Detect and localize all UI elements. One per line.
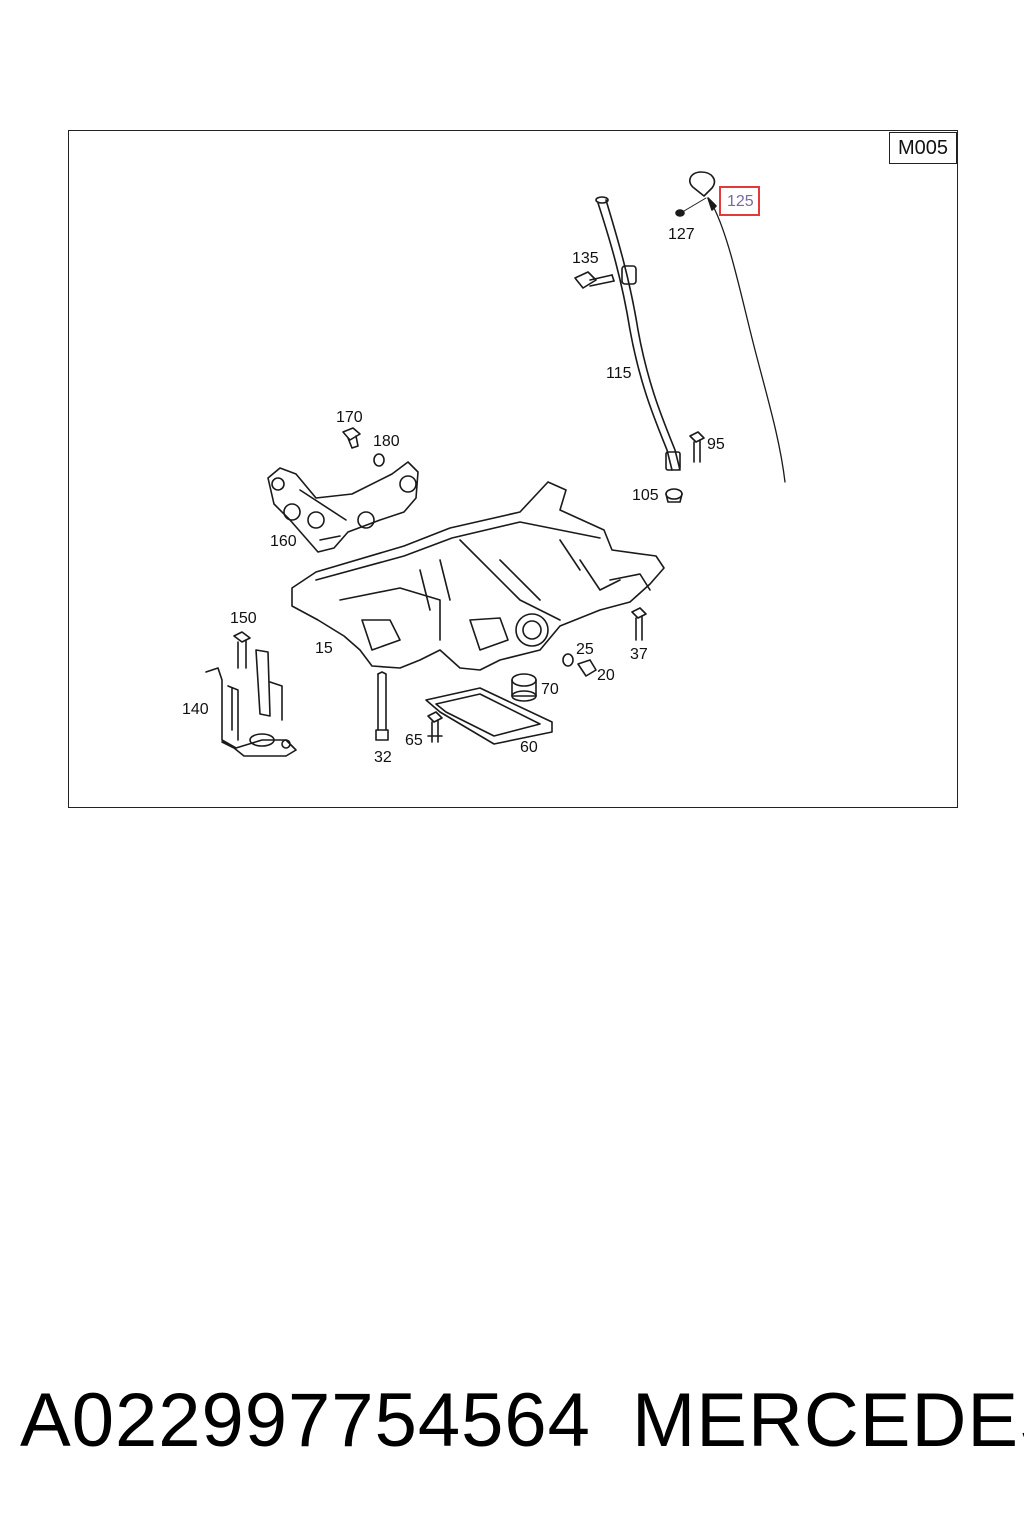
callout-32[interactable]: 32: [374, 749, 392, 766]
bolt-135: [574, 271, 615, 289]
oil-dipstick: [689, 171, 786, 483]
dipstick-guide-tube: [595, 196, 681, 471]
callout-105[interactable]: 105: [632, 487, 659, 504]
brand-name: MERCEDES: [632, 1378, 1024, 1463]
callout-115[interactable]: 115: [606, 365, 632, 382]
callout-25[interactable]: 25: [576, 641, 594, 658]
callout-95[interactable]: 95: [707, 436, 725, 453]
callout-20[interactable]: 20: [597, 667, 615, 684]
plate-code-label: M005: [889, 132, 957, 164]
plug-20: [577, 659, 597, 677]
callout-160[interactable]: 160: [270, 533, 297, 550]
bolt-170: [342, 427, 361, 449]
callout-70[interactable]: 70: [541, 681, 559, 698]
engine-mount-bracket: [267, 461, 419, 553]
callout-135[interactable]: 135: [572, 250, 599, 267]
dipstick-seal: [675, 209, 685, 217]
bolt-32: [375, 671, 389, 741]
bolt-95: [689, 431, 705, 463]
callout-150[interactable]: 150: [230, 610, 257, 627]
callout-127[interactable]: 127: [668, 226, 695, 243]
gasket-60: [425, 687, 553, 745]
plug-105: [665, 488, 683, 503]
callout-37[interactable]: 37: [630, 646, 648, 663]
bolt-150: [233, 631, 251, 669]
callout-65[interactable]: 65: [405, 732, 423, 749]
oil-pan-exploded-view: [205, 171, 786, 757]
seal-25: [562, 653, 574, 667]
bolt-65: [427, 711, 443, 743]
oil-pan: [291, 481, 665, 671]
callout-170[interactable]: 170: [336, 409, 363, 426]
callout-60[interactable]: 60: [520, 739, 538, 756]
bolt-37: [631, 607, 647, 641]
callout-180[interactable]: 180: [373, 433, 400, 450]
part-number: A022997754564: [20, 1378, 591, 1463]
callout-125-highlighted[interactable]: 125: [719, 186, 760, 216]
bracket-140: [205, 649, 297, 757]
washer-180: [373, 453, 385, 467]
callout-15[interactable]: 15: [315, 640, 333, 657]
callout-140[interactable]: 140: [182, 701, 209, 718]
cover-70: [511, 673, 537, 702]
